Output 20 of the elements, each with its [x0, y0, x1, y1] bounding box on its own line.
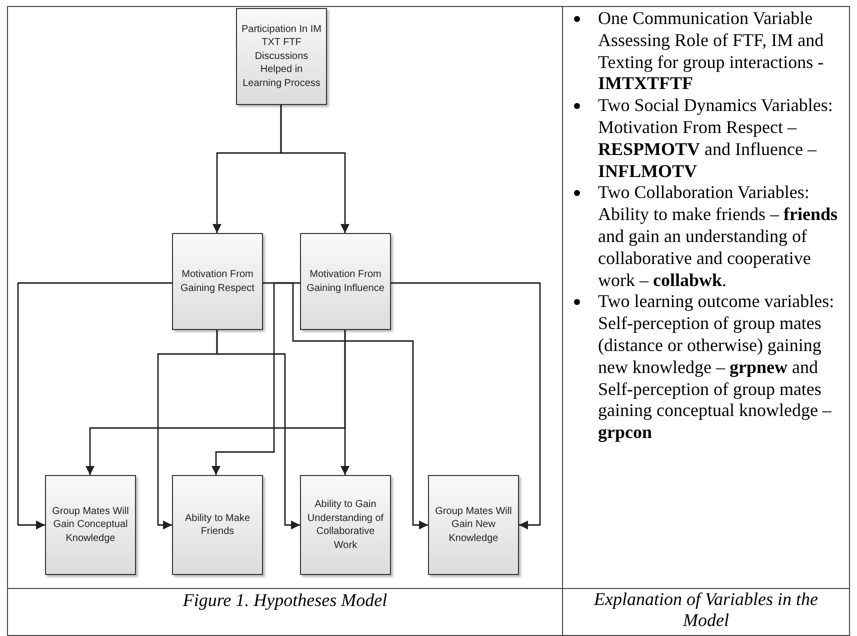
process-box: Group Mates Will Gain New Knowledge [428, 475, 519, 575]
arrow [212, 282, 300, 475]
bullet-text: Two learning outcome variables: Self-perception of group mates (distance or otherwise) gaining new knowledge – grpnew and Self-perception of group mates gaining conceptual knowledge – grpcon [598, 291, 836, 444]
arrow [216, 330, 300, 530]
process-box: Motivation From Gaining Respect [172, 233, 263, 330]
process-box: Ability to Gain Understanding of Collaborative Work [300, 475, 391, 575]
bullet-text: Two Social Dynamics Variables: Motivation From Respect – RESPMOTV and Influence – INFLMOTV [598, 95, 834, 182]
arrow [340, 330, 350, 475]
bullet-text: Two Collaboration Variables: Ability to make friends – friends and gain an understanding of collaborative and cooperative work – collabwk. [598, 182, 838, 292]
arrow [391, 282, 541, 530]
arrow [17, 282, 172, 530]
figure-caption: Figure 1. Hypotheses Model [182, 590, 388, 610]
process-box: Motivation From Gaining Influence [300, 233, 391, 330]
process-box: Participation In IM TXT FTF Discussions Helped in Learning Process [236, 8, 327, 105]
arrow [263, 282, 428, 530]
arrow [280, 105, 350, 233]
bullet-text: One Communication Variable Assessing Role of FTF, IM and Texting for group interactions - IMTXTFTF [598, 8, 825, 96]
process-box: Group Mates Will Gain Conceptual Knowledge [45, 475, 136, 575]
table-caption: Explanation of Variables in the Model [594, 589, 818, 630]
process-box: Ability to Make Friends [172, 475, 263, 575]
